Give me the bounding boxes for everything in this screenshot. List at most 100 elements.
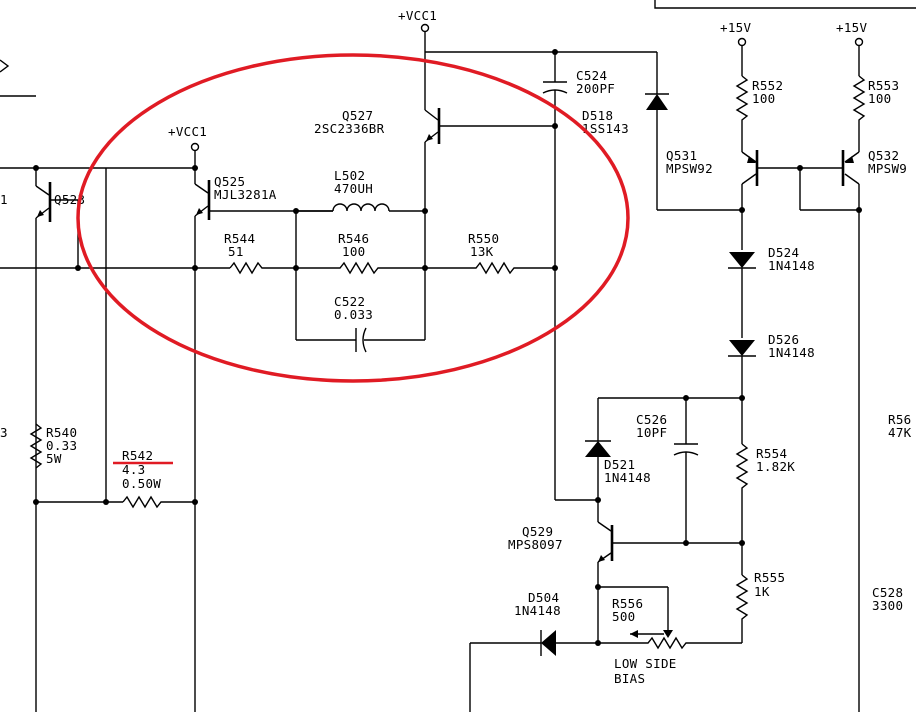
junction-dot <box>192 499 198 505</box>
svg-text:R553: R553 <box>868 78 899 93</box>
svg-text:D526: D526 <box>768 332 799 347</box>
svg-text:R550: R550 <box>468 231 499 246</box>
svg-text:MPS8097: MPS8097 <box>508 537 563 552</box>
svg-text:3300: 3300 <box>872 598 903 613</box>
svg-text:Q529: Q529 <box>522 524 553 539</box>
svg-text:C528: C528 <box>872 585 903 600</box>
svg-text:1N4148: 1N4148 <box>768 345 815 360</box>
svg-text:R546: R546 <box>338 231 369 246</box>
svg-text:5W: 5W <box>46 451 62 466</box>
svg-text:100: 100 <box>868 91 891 106</box>
resistor-r554: R554 1.82K <box>735 443 795 575</box>
svg-text:+15V: +15V <box>720 20 751 35</box>
diode-d504: D504 1N4148 <box>469 590 598 712</box>
svg-text:10PF: 10PF <box>636 425 667 440</box>
svg-text:1.82K: 1.82K <box>756 459 795 474</box>
svg-text:4.3: 4.3 <box>122 462 145 477</box>
svg-text:MPSW9: MPSW9 <box>868 161 907 176</box>
red-highlight-circle <box>76 53 630 383</box>
capacitor-c524: C524 200PF <box>542 52 615 126</box>
vcc-top-terminal: +VCC1 <box>398 8 437 52</box>
transistor-q532: Q532 MPSW9 <box>841 148 907 712</box>
diode-d526: D526 1N4148 <box>728 332 815 444</box>
svg-text:L502: L502 <box>334 168 365 183</box>
svg-text:BIAS: BIAS <box>614 671 645 686</box>
resistor-r550: R550 13K <box>425 231 555 275</box>
svg-text:R556: R556 <box>612 596 643 611</box>
svg-text:D524: D524 <box>768 245 799 260</box>
svg-text:C522: C522 <box>334 294 365 309</box>
junction-dot <box>739 207 745 213</box>
svg-text:R542: R542 <box>122 448 153 463</box>
svg-text:R554: R554 <box>756 446 787 461</box>
junction-dot <box>192 165 198 171</box>
svg-text:R544: R544 <box>224 231 255 246</box>
svg-text:51: 51 <box>228 244 244 259</box>
resistor-r56-fragment: R56 47K <box>888 412 912 440</box>
resistor-r555: R555 1K <box>735 570 785 643</box>
transistor-q527: Q527 2SC2336BR <box>314 52 555 211</box>
resistor-r540: R540 0.33 5W <box>29 423 77 469</box>
svg-text:Q523: Q523 <box>54 192 85 207</box>
svg-text:1K: 1K <box>754 584 770 599</box>
svg-text:1SS143: 1SS143 <box>582 121 629 136</box>
svg-text:500: 500 <box>612 609 635 624</box>
svg-text:100: 100 <box>342 244 365 259</box>
svg-text:0.33: 0.33 <box>46 438 77 453</box>
svg-text:1: 1 <box>0 192 8 207</box>
junction-dot <box>75 265 81 271</box>
v15-terminal-a: +15V <box>720 20 751 76</box>
svg-text:R552: R552 <box>752 78 783 93</box>
svg-text:R555: R555 <box>754 570 785 585</box>
potentiometer-r556: R556 500 <box>598 596 742 650</box>
vcc-left-terminal: +VCC1 <box>168 124 207 184</box>
svg-text:D518: D518 <box>582 108 613 123</box>
bias-label: LOW SIDE BIAS <box>614 656 676 686</box>
offpage-arrow <box>0 59 10 73</box>
svg-text:1N4148: 1N4148 <box>604 470 651 485</box>
svg-text:MPSW92: MPSW92 <box>666 161 713 176</box>
diode-d518: D518 1SS143 <box>582 52 742 211</box>
svg-text:MJL3281A: MJL3281A <box>214 187 277 202</box>
svg-text:Q532: Q532 <box>868 148 899 163</box>
svg-text:470UH: 470UH <box>334 181 373 196</box>
resistor-r552: R552 100 <box>735 75 783 152</box>
junction-dot <box>192 265 198 271</box>
transistor-q529: Q529 MPS8097 <box>508 521 742 643</box>
svg-text:C526: C526 <box>636 412 667 427</box>
svg-text:47K: 47K <box>888 425 912 440</box>
svg-text:+15V: +15V <box>836 20 867 35</box>
resistor-r542: R542 4.3 0.50W <box>122 448 195 509</box>
transistor-q531: Q531 MPSW92 <box>666 148 842 250</box>
resistor-r544: R544 51 <box>224 231 296 275</box>
transistor-q523: Q523 1 <box>0 165 195 712</box>
svg-text:D521: D521 <box>604 457 635 472</box>
svg-text:+VCC1: +VCC1 <box>398 8 437 23</box>
junction-dot <box>33 499 39 505</box>
svg-text:Q531: Q531 <box>666 148 697 163</box>
junction-dot <box>103 499 109 505</box>
svg-text:R56: R56 <box>888 412 911 427</box>
svg-text:100: 100 <box>752 91 775 106</box>
svg-text:1N4148: 1N4148 <box>768 258 815 273</box>
svg-text:C524: C524 <box>576 68 607 83</box>
capacitor-c526: C526 10PF <box>636 398 699 543</box>
svg-text:0.033: 0.033 <box>334 307 373 322</box>
svg-text:13K: 13K <box>470 244 494 259</box>
svg-text:D504: D504 <box>528 590 559 605</box>
svg-text:200PF: 200PF <box>576 81 615 96</box>
junction-dot <box>856 207 862 213</box>
svg-text:1N4148: 1N4148 <box>514 603 561 618</box>
frame-edge <box>654 0 916 9</box>
diode-d524: D524 1N4148 <box>728 245 815 338</box>
svg-text:Q525: Q525 <box>214 174 245 189</box>
capacitor-c522: C522 0.033 <box>296 294 425 353</box>
svg-text:R540: R540 <box>46 425 77 440</box>
svg-text:+VCC1: +VCC1 <box>168 124 207 139</box>
svg-text:0.50W: 0.50W <box>122 476 161 491</box>
svg-text:2SC2336BR: 2SC2336BR <box>314 121 385 136</box>
capacitor-c528-fragment: C528 3300 <box>872 585 903 613</box>
resistor-r546: R546 100 <box>296 231 425 275</box>
diode-d521: D521 1N4148 <box>585 398 651 522</box>
